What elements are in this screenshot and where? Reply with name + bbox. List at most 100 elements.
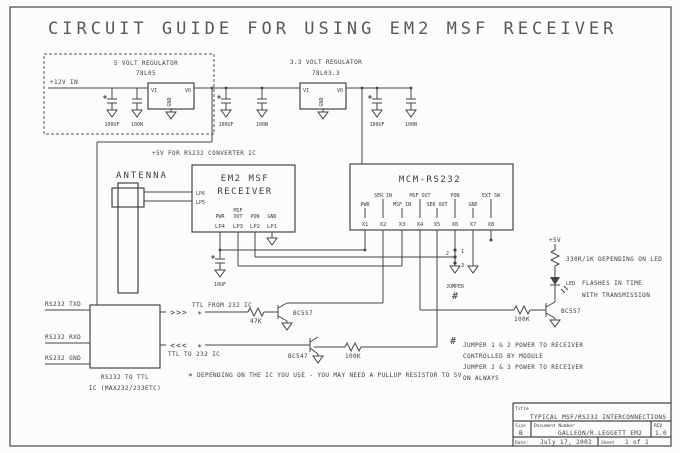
title-block-doc-number: GALLEON/R.LEGGETT EM2 [558,430,642,437]
regulator-33v-pin-vi: VI [303,88,309,94]
cap-label-100uf: 100UF [218,122,233,128]
title-block-doc-label: Document Number [534,423,575,429]
jumper-block: 1 2 3 JUMPER # [446,230,465,302]
resistor-47k-label: 47K [250,318,262,325]
regulator-5v-heading: 5 VOLT REGULATOR [114,60,178,67]
mcm-pin-name: GND [468,202,477,208]
serial-in-row: TTL FROM 232 IC >>> * 47K BC557 [160,302,383,331]
capacitor-100uf [367,94,383,118]
note-5v-for-rs232: +5V FOR RS232 CONVERTER IC [152,150,256,157]
antenna-section: ANTENNA [111,171,192,294]
led-transistor-bc557 [545,301,556,320]
jumper-note-line3: JUMPER 2 & 3 POWER TO RECEIVER [463,364,583,371]
serial-out-row: <<< * TTL TO 232 IC BC547 100K [160,336,437,364]
led-cathode [550,284,569,302]
title-block-sheet-label: Sheet [601,440,615,446]
interconnect-wiring: 10UF [210,230,493,347]
wire-pon-to-jumper [254,232,455,258]
title-block-size-label: Size [515,423,526,429]
mcm-pin-num: X6 [452,222,459,228]
mcm-pin-name: SER OUT [426,202,447,208]
jumper-note-line4: ON ALWAYS [463,375,499,382]
led-base-resistor-100k [420,304,546,316]
led-series-resistor [549,244,561,277]
mcm-pin-name: MSF OUT [409,193,430,199]
capacitor-100n [405,98,417,118]
mcm-pin-num: X1 [362,222,369,228]
supply-5v-label: +5V [549,237,561,244]
jumper-hash-symbol: # [452,291,458,302]
regulator-33v-pin-gnd: GND [319,97,325,106]
rs232-caption-line2: IC (MAX232/233ETC) [89,385,161,392]
title-block-date: July 17, 2002 [540,439,592,446]
regulator-33v-part: 78L03.3 [312,70,340,77]
title-block-sheet: 1 of 1 [625,439,649,446]
em2-pin-num: LP4 [215,224,226,230]
signal-direction-arrows: >>> [170,308,187,317]
cap-label-10uf: 10UF [214,282,226,288]
antenna-coil [111,187,145,208]
em2-pin-name: GND [267,214,276,220]
jumper-pin-3: 3 [461,263,464,269]
pullup-star: * [197,310,203,319]
em2-pin-num: LP3 [233,224,243,230]
led-note-line1: FLASHES IN TIME [582,280,642,287]
jumper-note-hash: # [450,336,456,347]
mcm-pin-ticks [364,199,492,218]
mcm-rs232-module: MCM-RS232 PWR SER IN MSF IN MSF OUT SER … [349,163,514,231]
em2-pin-lp5: LP5 [196,200,205,206]
transistor-bc557-a [277,302,383,323]
led-label: LED [566,281,575,287]
led-note-line2: WITH TRANSMISSION [582,292,650,299]
ttl-from-232-label: TTL FROM 232 IC [192,302,252,309]
mcm-pin-num: X7 [470,222,477,228]
ground-symbol [266,237,278,246]
title-block-rev: 1.0 [655,430,667,437]
regulator-5v-pin-vo: VO [185,88,191,94]
regulator-5v-pin-vi: VI [151,88,157,94]
mcm-pin-num: X5 [434,222,441,228]
title-block: Title TYPICAL MSF/RS232 INTERCONNECTIONS… [512,402,671,446]
title-block-size: B [519,430,523,437]
rs232-txd-label: RS232 TXD [45,301,81,308]
regulator-5v-pin-gnd: GND [167,97,173,106]
title-block-title: TYPICAL MSF/RS232 INTERCONNECTIONS [530,414,666,421]
regulator-5v-dashed-outline [43,53,215,135]
transistor-bc557-a-label: BC557 [293,310,313,317]
cap-label-100uf: 100UF [104,122,119,128]
title-block-date-label: Date: [515,440,529,446]
rs232-gnd-label: RS232 GND [45,355,81,362]
pullup-star: * [197,343,203,352]
ground-symbol [317,111,329,120]
rs232-rxd-label: RS232 RXD [45,334,81,341]
wire-pwr-bus [219,230,366,259]
wire-msf-out-to-msf-in [237,230,403,267]
mcm-pin-num: X4 [417,222,424,228]
jumper-note-line1: JUMPER 1 & 2 POWER TO RECEIVER [463,342,583,349]
mcm-title: MCM-RS232 [399,175,461,185]
cap-label-100n: 100N [256,122,268,128]
mcm-body [349,163,514,231]
em2-receiver-body [191,164,296,233]
rs232-converter: RS232 TXD RS232 RXD RS232 GND RS232 TO T… [45,301,161,392]
em2-pin-name: PWR [215,214,225,220]
mcm-pin-name: PWR [360,202,370,208]
mcm-pin-name: MSF IN [393,202,411,208]
jumper-pin-2: 2 [446,251,449,257]
rs232-converter-body [89,304,161,369]
title-block-grid [512,402,671,446]
led-diode-symbol [550,277,560,285]
mcm-pin-name: PON [450,193,459,199]
capacitor-10uf [210,254,226,278]
cap-label-100n: 100N [131,122,143,128]
mcm-pin-name: EXT SW [482,193,501,199]
regulator-33v-section: 3.3 VOLT REGULATOR 78L03.3 VI VO GND 100… [290,59,417,164]
ground-symbol [467,265,479,274]
jumper-pin-1: 1 [461,249,464,255]
mcm-pin-name: SER IN [374,193,392,199]
em2-pin-num: LP2 [250,224,260,230]
resistor-47k [205,306,278,318]
ttl-to-232-label: TTL TO 232 IC [168,351,220,358]
